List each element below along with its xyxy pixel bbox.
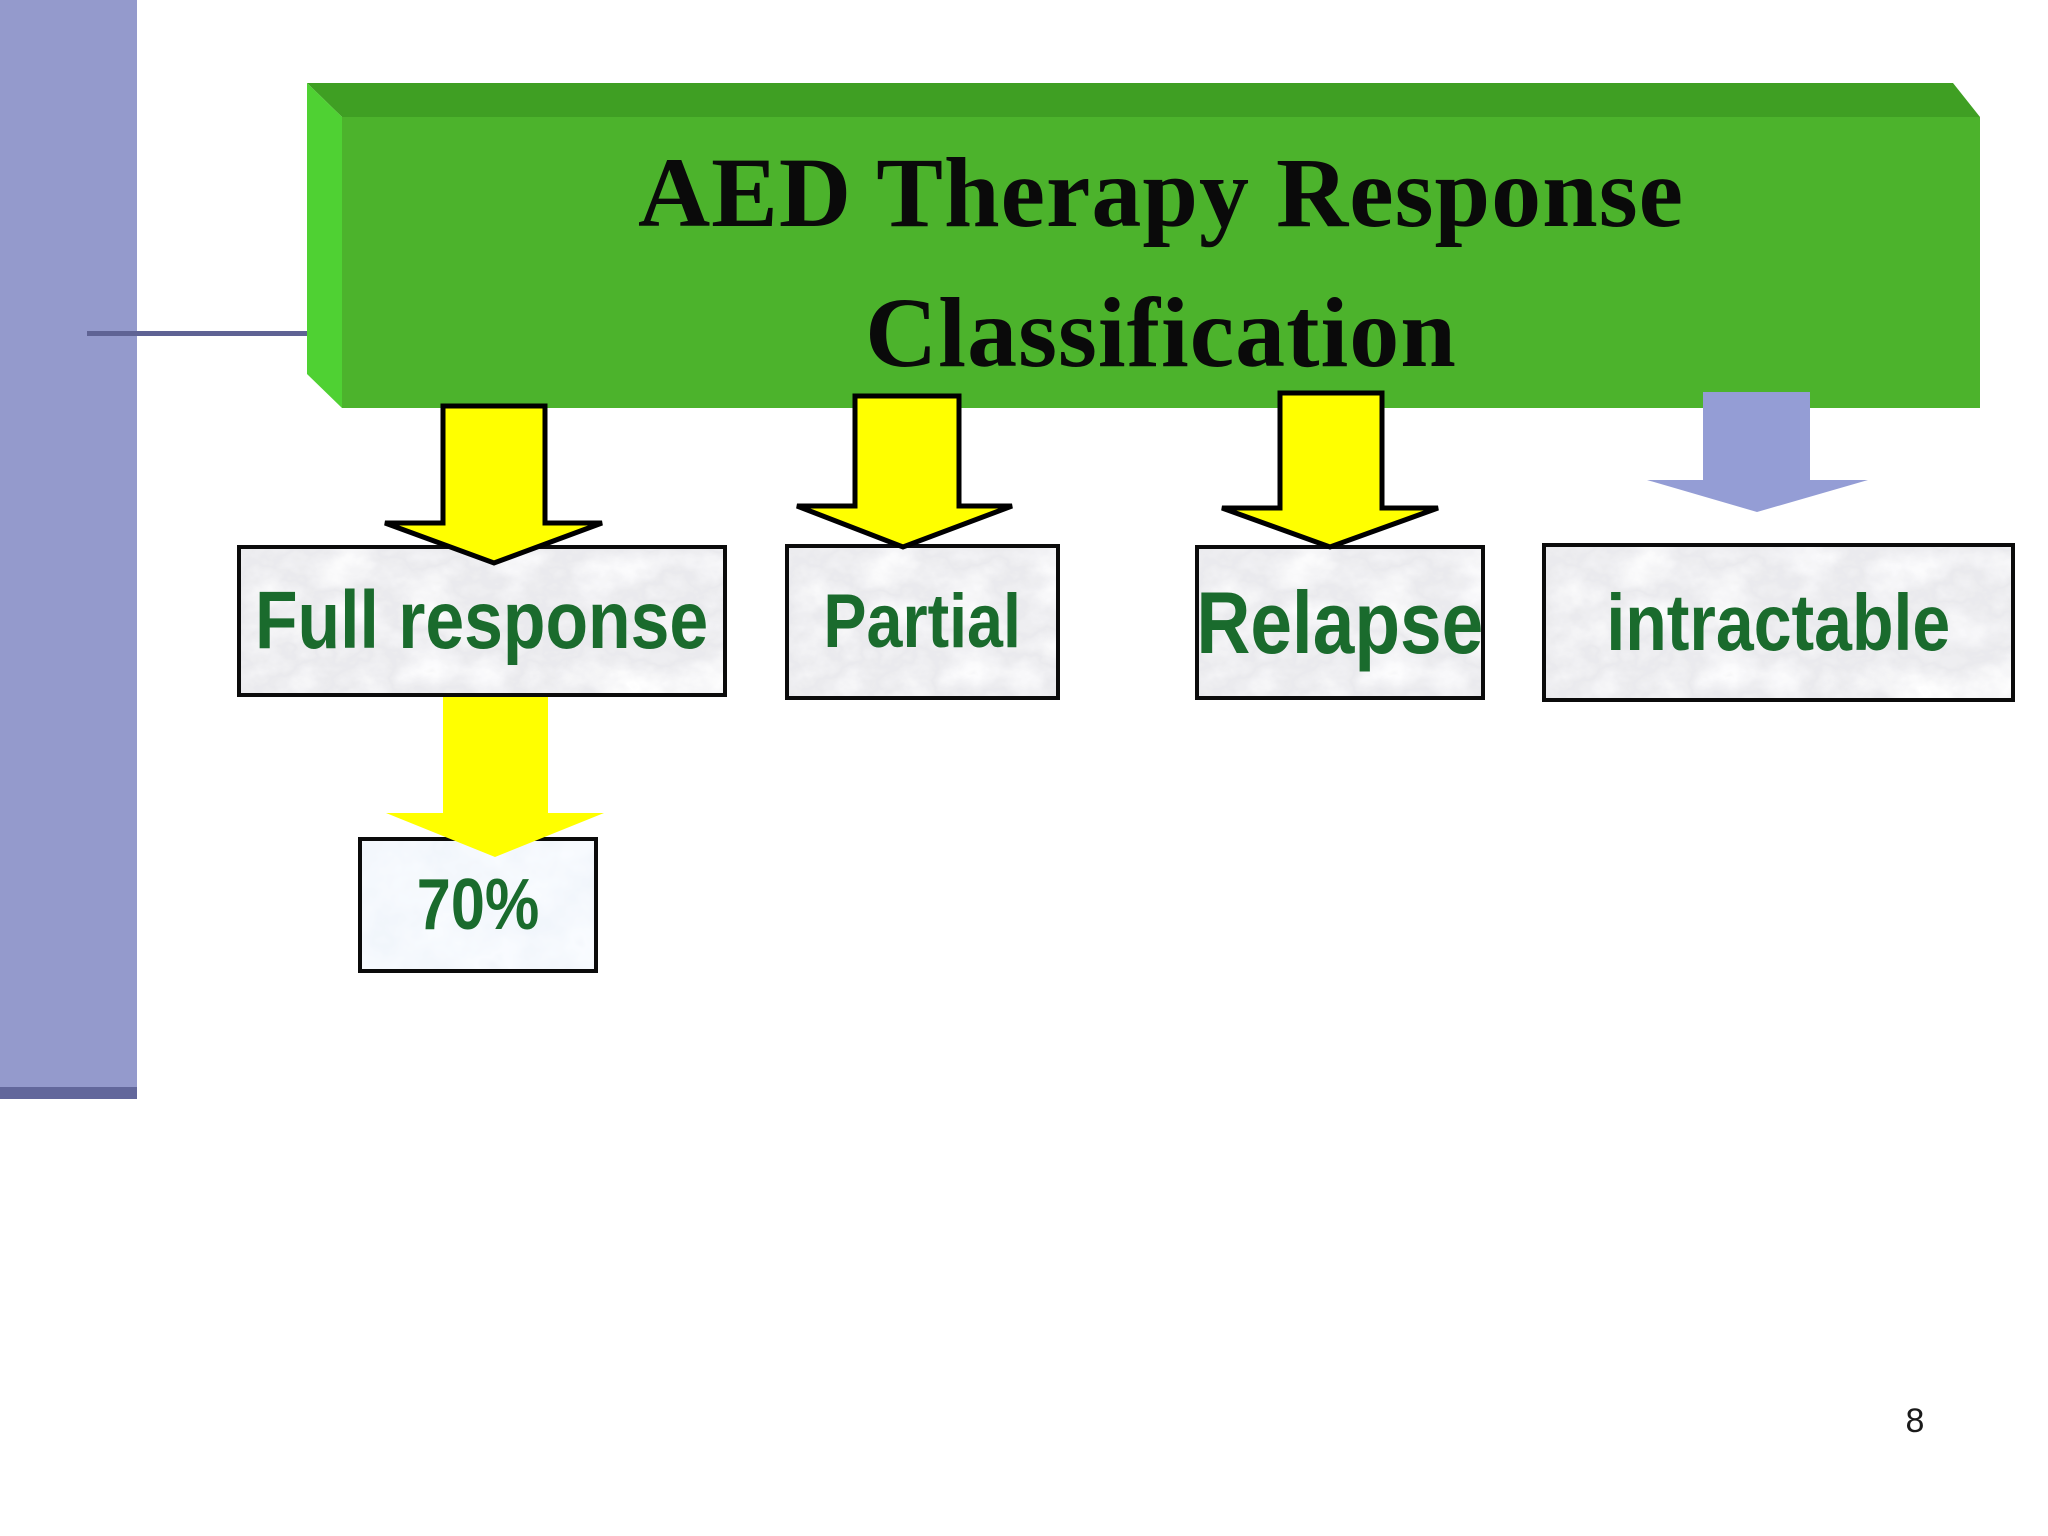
banner-3d-left-face: [307, 83, 342, 408]
category-box-label: intractable: [1606, 577, 1951, 667]
result-box-70-percent: 70%: [358, 837, 598, 973]
down-arrow-icon-full-response: [384, 403, 603, 566]
category-box-full-response: Full response: [237, 545, 727, 697]
category-box-intractable: intractable: [1542, 543, 2015, 702]
sidebar-accent-bar: [0, 0, 137, 1087]
down-arrow-icon-relapse: [1221, 390, 1439, 550]
category-box-label: Relapse: [1196, 572, 1484, 672]
sidebar-accent-bar-footer: [0, 1087, 137, 1099]
category-box-label: Partial: [823, 579, 1022, 664]
down-arrow-icon-intractable: [1647, 392, 1868, 512]
banner-title: AED Therapy Response Classification: [342, 117, 1980, 408]
marble-texture: [241, 549, 723, 693]
category-box-label: Full response: [255, 575, 709, 666]
category-box-partial: Partial: [785, 544, 1060, 700]
down-arrow-icon-70-percent: [386, 697, 604, 857]
banner-title-line-1: AED Therapy Response: [637, 136, 1685, 248]
marble-texture: [1546, 547, 2011, 698]
marble-texture: [362, 841, 594, 969]
page-number: 8: [1905, 1402, 1925, 1440]
banner-3d-top-face: [307, 83, 1980, 117]
down-arrow-icon-partial: [796, 393, 1013, 550]
marble-texture: [1199, 549, 1481, 696]
marble-texture: [789, 548, 1056, 696]
banner-title-line-2: Classification: [865, 276, 1457, 388]
result-box-label: 70%: [416, 865, 540, 945]
category-box-relapse: Relapse: [1195, 545, 1485, 700]
